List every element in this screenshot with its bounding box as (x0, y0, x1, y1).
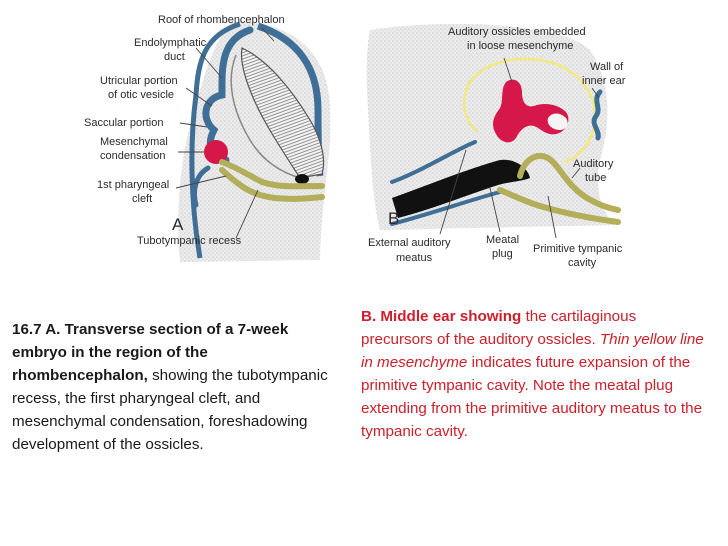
external-meatus-epithelium (390, 140, 477, 184)
caption-b-text-2: indicates future expansion of the primit… (361, 354, 703, 440)
label-saccular: Saccular portion (84, 117, 164, 129)
auditory-ossicles (493, 79, 569, 143)
label-mesenchymal-1: Mesenchymal (100, 136, 168, 148)
panel-b-labels: Auditory ossicles embedded in loose mese… (368, 26, 626, 269)
label-ossicles-2: in loose mesenchyme (467, 40, 573, 52)
panel-a-illustration (178, 21, 331, 263)
rhombencephalon-left-wall (189, 21, 241, 259)
panel-b-illustration (366, 24, 621, 230)
external-meatus-epithelium-lower (390, 190, 502, 226)
label-primitive-1: Primitive tympanic (533, 243, 623, 255)
pharyngeal-endoderm (219, 167, 325, 202)
label-primitive-2: cavity (568, 257, 597, 269)
yellow-mesenchyme-line (463, 57, 597, 164)
label-ossicles-1: Auditory ossicles embedded (448, 26, 586, 38)
panel-a-stippled-mesenchyme (178, 21, 331, 263)
panel-b-letter: B (388, 209, 399, 228)
caption-a-text: showing the tubotympanic recess, the fir… (12, 367, 328, 453)
caption-b-italic: Thin yellow line in mesenchyme (361, 331, 704, 371)
embryology-figure: Roof of rhombencephalon Endolymphatic du… (84, 14, 626, 269)
caption-a-bold: 16.7 A. Transverse section of a 7-week e… (12, 321, 289, 384)
label-endolymphatic-2: duct (164, 51, 185, 63)
label-tubotympanic: Tubotympanic recess (137, 235, 242, 247)
panel-a-letter: A (172, 215, 184, 234)
label-external-1: External auditory (368, 237, 451, 249)
notochord (295, 174, 309, 184)
tympanic-cavity-lower (497, 187, 621, 225)
caption-b-text-1: the cartilaginous precursors of the audi… (361, 308, 637, 348)
label-tube-2: tube (585, 172, 606, 184)
label-cleft-2: cleft (132, 193, 152, 205)
caption-panel-b: B. Middle ear showing the cartilaginous … (361, 305, 706, 443)
tubotympanic-recess (219, 159, 325, 190)
label-tube-1: Auditory (573, 158, 614, 170)
label-meatal-1: Meatal (486, 234, 519, 246)
panel-b-stippled-mesenchyme (366, 24, 615, 230)
label-roof: Roof of rhombencephalon (158, 14, 285, 26)
label-mesenchymal-2: condensation (100, 150, 165, 162)
auditory-ossicles-stapes (547, 113, 568, 130)
neural-tube-inner (230, 54, 301, 179)
neural-tube-hatched (240, 47, 325, 179)
label-utricular-1: Utricular portion (100, 75, 178, 87)
label-endolymphatic-1: Endolymphatic (134, 37, 207, 49)
meatal-plug (392, 159, 530, 218)
label-cleft-1: 1st pharyngeal (97, 179, 169, 191)
panel-a-labels: Roof of rhombencephalon Endolymphatic du… (84, 14, 285, 247)
caption-b-bold: B. Middle ear showing (361, 308, 522, 325)
label-wall-2: inner ear (582, 75, 626, 87)
mesenchymal-condensation (204, 140, 228, 164)
inner-ear-wall (591, 89, 603, 141)
caption-panel-a: 16.7 A. Transverse section of a 7-week e… (12, 318, 330, 456)
label-external-2: meatus (396, 252, 433, 264)
label-wall-1: Wall of (590, 61, 624, 73)
label-utricular-2: of otic vesicle (108, 89, 174, 101)
label-meatal-2: plug (492, 248, 513, 260)
yellow-mesenchyme-line-lower (463, 94, 479, 133)
tympanic-cavity-upper (517, 153, 621, 213)
panel-a-leaders (175, 27, 275, 239)
panel-b-leaders (439, 57, 600, 239)
